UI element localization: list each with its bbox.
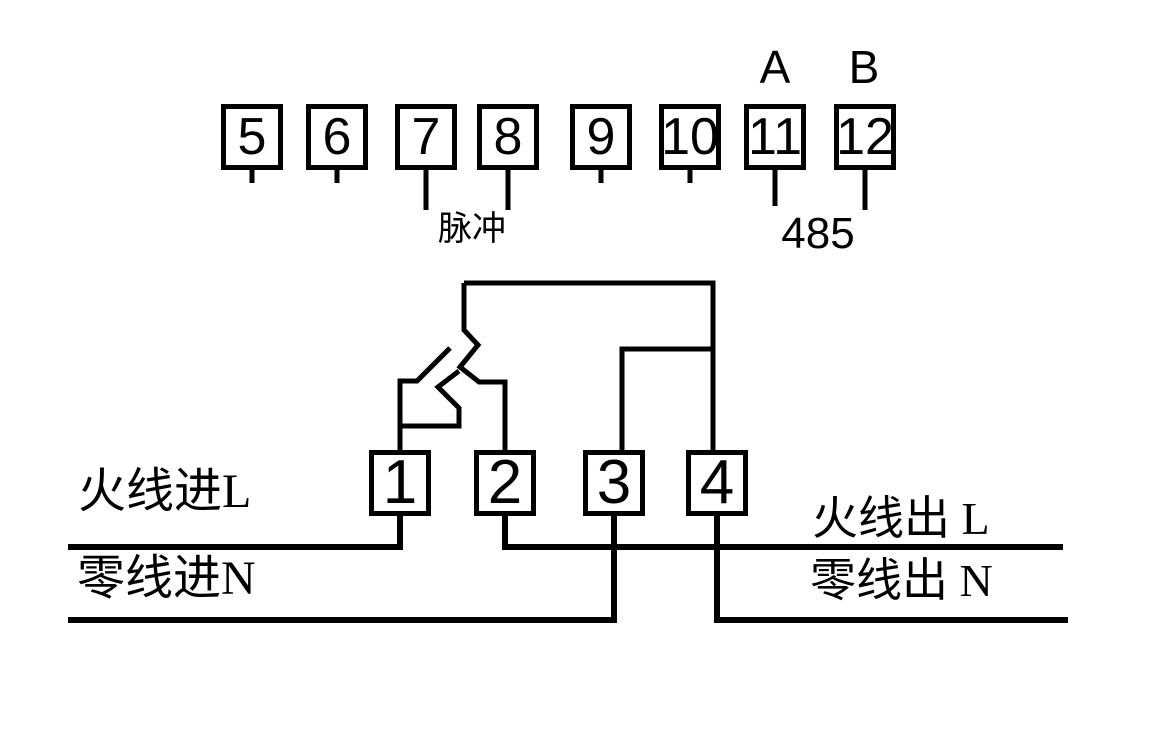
- rs485-label: 485: [781, 209, 855, 258]
- wire-arrow-head: [400, 369, 462, 429]
- wire-neutral-in: [68, 516, 617, 623]
- terminal-box-9: 9: [570, 104, 632, 170]
- terminal-box-7: 7: [395, 104, 457, 170]
- wire-voltage-hook: [456, 283, 508, 450]
- terminal-box-3: 3: [583, 450, 645, 516]
- wire-live-out: [502, 516, 1063, 550]
- terminal-box-12: 12: [834, 104, 896, 170]
- neutral-out-label: 零线出 N: [810, 555, 993, 606]
- wire-neutral-out: [714, 516, 1068, 623]
- rs485-a-label: A: [759, 41, 791, 93]
- terminal-box-2: 2: [474, 450, 536, 516]
- terminal-box-4: 4: [686, 450, 748, 516]
- wire-terminal1-riser-arrow-shaft: [397, 346, 452, 450]
- terminal-box-6: 6: [306, 104, 368, 170]
- terminal-box-8: 8: [477, 104, 539, 170]
- wire-top-loop: [464, 280, 716, 450]
- terminal-box-11: 11: [744, 104, 806, 170]
- pulse-label: 脉冲: [438, 211, 506, 248]
- rs485-b-label: B: [848, 41, 880, 93]
- wire-terminal3-riser: [619, 346, 713, 450]
- terminal-box-10: 10: [659, 104, 721, 170]
- terminal-box-1: 1: [369, 450, 431, 516]
- wire-live-in: [68, 516, 403, 550]
- live-in-label: 火线进L: [78, 465, 252, 518]
- neutral-in-label: 零线进N: [77, 552, 256, 605]
- live-out-label: 火线出 L: [812, 493, 990, 544]
- terminal-box-5: 5: [221, 104, 283, 170]
